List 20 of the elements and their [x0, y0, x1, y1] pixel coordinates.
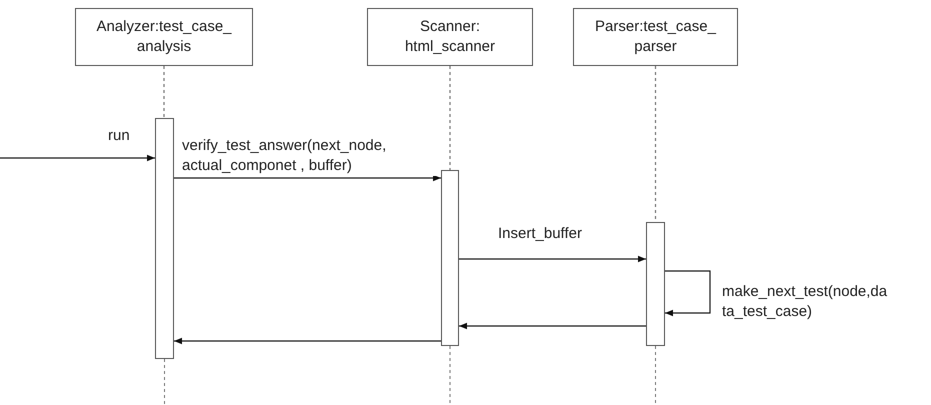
message-arrow [0, 154, 155, 162]
message-arrow [174, 338, 441, 344]
lifeline [449, 66, 451, 170]
message-arrow [174, 174, 441, 182]
activation-bar [155, 118, 174, 359]
message-arrow [459, 322, 646, 330]
lifeline [163, 66, 165, 118]
message-label: verify_test_answer(next_node, actual_componet , buffer) [182, 136, 437, 176]
activation-bar [646, 222, 665, 346]
message-arrow [459, 256, 646, 262]
message-label: Insert_buffer [498, 224, 582, 244]
participant-box [367, 8, 533, 66]
activation-bar [441, 170, 459, 346]
participant-name: Parser:test_case_ parser [594, 17, 718, 57]
participant-name: Scanner: html_scanner [404, 17, 496, 57]
participant-box [75, 8, 253, 66]
message-arrow [665, 270, 711, 316]
participant-name: Analyzer:test_case_ analysis [95, 17, 233, 57]
participant-box [573, 8, 738, 66]
lifeline [654, 66, 656, 222]
